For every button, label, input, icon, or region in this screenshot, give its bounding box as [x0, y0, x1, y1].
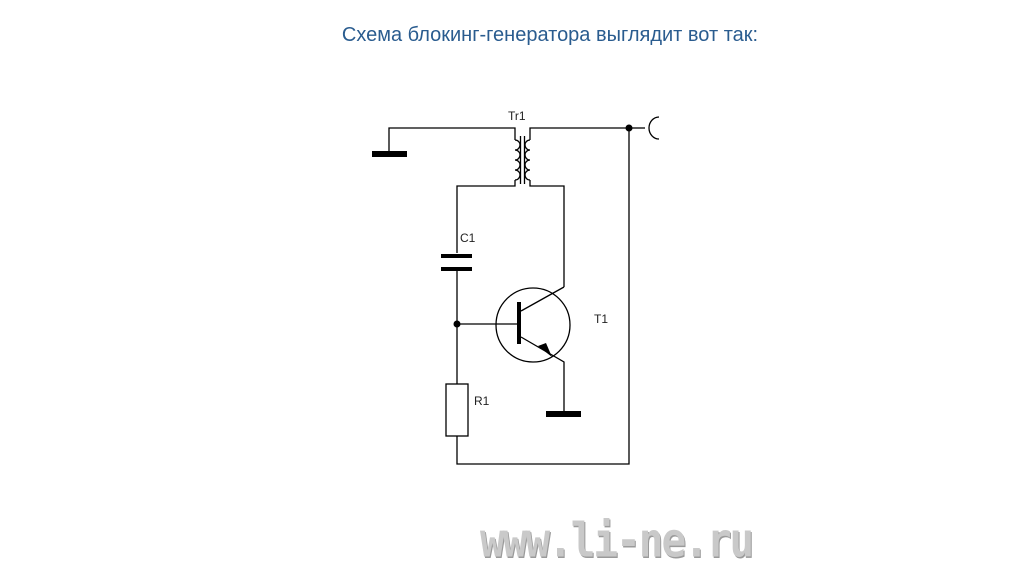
ground-symbol-bottom: [546, 411, 581, 417]
label-transformer: Tr1: [508, 109, 526, 123]
page-title: Схема блокинг-генератора выглядит вот та…: [341, 24, 759, 46]
transformer-primary-coil: [514, 139, 521, 181]
wire-left-ground: [388, 127, 516, 153]
transformer-secondary-coil: [524, 139, 531, 181]
wire-right-rail: [456, 128, 630, 465]
transistor-emitter: [520, 336, 565, 413]
resistor-body: [445, 383, 469, 437]
junction-base-node: [453, 320, 461, 328]
wire-primary-bottom: [456, 180, 516, 253]
transistor-body: [495, 287, 571, 363]
watermark-logo: www.li-ne.ru: [480, 513, 754, 569]
wire-secondary-to-collector: [529, 180, 565, 287]
ground-symbol-left: [372, 151, 407, 157]
emitter-arrow-icon: [538, 343, 552, 357]
label-resistor: R1: [474, 394, 490, 408]
label-transistor: T1: [594, 312, 608, 326]
output-terminal-symbol: [648, 116, 660, 140]
junction-output: [625, 124, 633, 132]
wire-secondary-top: [529, 127, 629, 140]
transistor-collector: [520, 286, 565, 312]
label-capacitor: C1: [460, 231, 476, 245]
